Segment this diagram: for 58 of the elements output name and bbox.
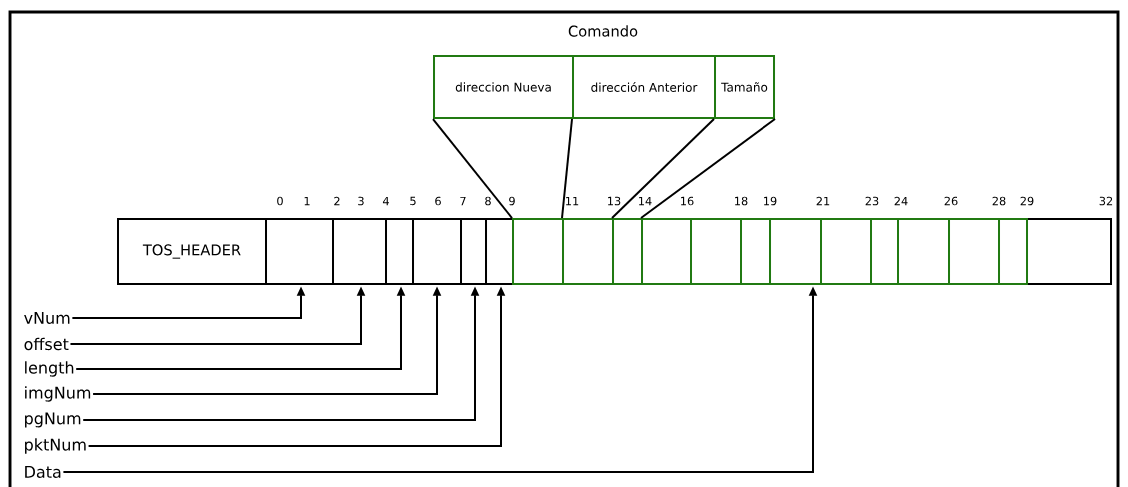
bit-number: 24	[894, 196, 908, 206]
bit-number: 8	[485, 196, 491, 206]
bit-number: 28	[992, 196, 1006, 206]
field-label: imgNum	[25, 386, 91, 402]
field-cell	[820, 218, 872, 285]
field-label: pktNum	[25, 438, 86, 454]
field-cell	[265, 218, 334, 285]
field-cell	[385, 218, 414, 285]
field-cell	[1026, 218, 1112, 285]
bit-number: 21	[816, 196, 830, 206]
bit-number: 2	[334, 196, 340, 206]
field-cell	[412, 218, 462, 285]
field-cell	[769, 218, 822, 285]
mapping-line	[640, 118, 776, 219]
bit-number: 29	[1020, 196, 1034, 206]
subfield-box: direccion Nueva	[433, 55, 574, 119]
bit-number: 14	[639, 196, 652, 206]
mapping-line	[561, 118, 573, 219]
bit-number: 26	[944, 196, 958, 206]
field-cell	[998, 218, 1028, 285]
bit-number: 6	[435, 196, 441, 206]
field-cell: TOS_HEADER	[117, 218, 267, 285]
field-cell	[690, 218, 742, 285]
bit-number: 1	[304, 196, 310, 206]
node-label: Comando	[568, 25, 638, 37]
field-cell	[641, 218, 692, 285]
field-cell	[460, 218, 487, 285]
bit-number: 7	[460, 196, 466, 206]
bit-number: 32	[1099, 196, 1113, 206]
field-label: pgNum	[25, 412, 81, 428]
field-label: vNum	[24, 312, 70, 324]
field-cell	[332, 218, 387, 285]
bit-number: 18	[735, 196, 748, 206]
field-cell	[512, 218, 564, 285]
field-cell	[485, 218, 514, 285]
field-label: length	[25, 361, 74, 377]
bit-number: 11	[566, 196, 579, 206]
bit-number: 3	[358, 196, 364, 206]
bit-number: 9	[509, 196, 515, 206]
bit-number: 13	[608, 196, 621, 206]
field-label: offset	[24, 337, 69, 351]
subfield-box: dirección Anterior	[572, 55, 716, 119]
bit-number: 19	[764, 196, 777, 206]
field-cell	[948, 218, 1000, 285]
mapping-line	[611, 118, 715, 219]
field-cell	[897, 218, 950, 285]
bit-number: 23	[865, 196, 879, 206]
field-cell	[740, 218, 771, 285]
bit-number: 16	[681, 196, 694, 206]
mapping-line	[432, 118, 513, 219]
field-cell	[612, 218, 643, 285]
subfield-box: Tamaño	[714, 55, 775, 119]
field-cell	[870, 218, 899, 285]
bit-number: 0	[277, 196, 283, 206]
bit-number: 4	[382, 196, 389, 206]
bit-number: 5	[410, 196, 416, 206]
field-label: Data	[25, 466, 61, 478]
field-cell	[562, 218, 614, 285]
